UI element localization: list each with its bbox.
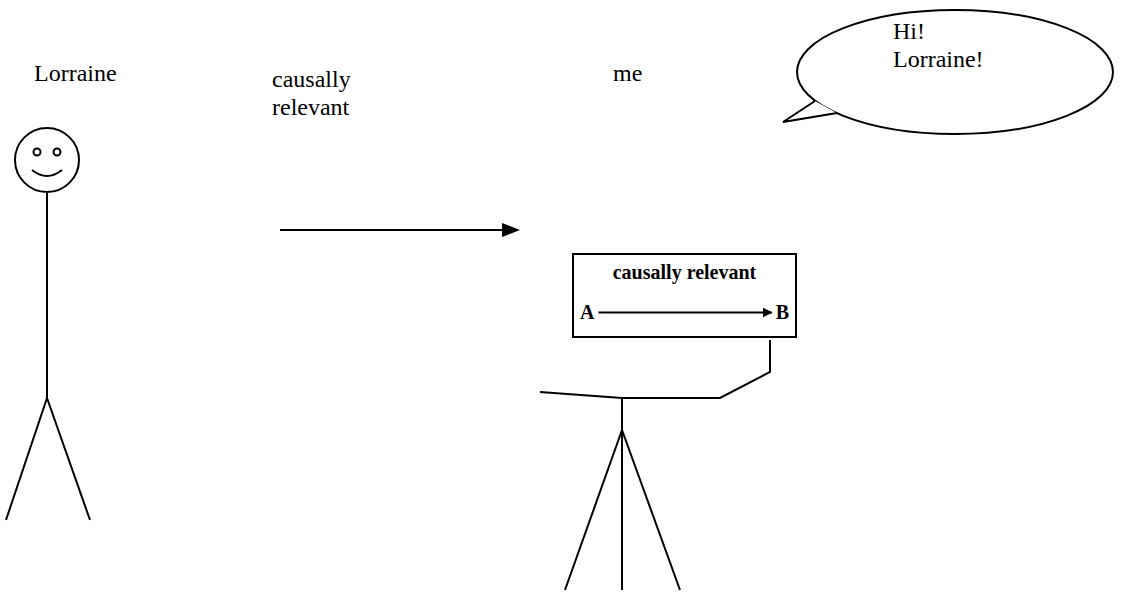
left-stick-figure: [6, 128, 90, 520]
box-title: causally relevant: [574, 261, 795, 284]
arrow-head: [502, 223, 520, 237]
event-letter: A: [580, 301, 594, 324]
person-name: Lorraine: [34, 60, 117, 88]
arrow-label: causally relevant: [272, 66, 392, 121]
bubble-outline: [775, 4, 1118, 142]
figure-eye: [34, 149, 41, 156]
speech-bubble: Hi! Lorraine!: [775, 4, 1118, 142]
figure-leg: [47, 398, 90, 520]
figure-eye: [54, 149, 61, 156]
arrow-shaft: [280, 229, 505, 231]
causal-arrow: [598, 312, 771, 314]
figure-neck: [621, 398, 623, 430]
right-stick-figure: [540, 340, 770, 590]
figure-leg: [622, 430, 680, 590]
figure-smile: [32, 170, 62, 176]
figure-arm: [622, 340, 770, 398]
figure-leg: [6, 398, 47, 520]
figure-head: [15, 128, 79, 192]
event-letter: B: [776, 301, 789, 324]
figure-body: [621, 430, 623, 590]
speech-text: Hi! Lorraine!: [893, 18, 1013, 73]
causal-arrow: [280, 223, 520, 237]
concept-box: causally relevantA B: [572, 253, 797, 338]
figure-arm: [540, 392, 622, 398]
event-letter-text: B: [776, 301, 789, 324]
figure-leg: [565, 430, 622, 590]
figure-body: [46, 192, 48, 398]
event-letter-text: A: [580, 301, 594, 324]
person-name: me: [613, 60, 642, 88]
